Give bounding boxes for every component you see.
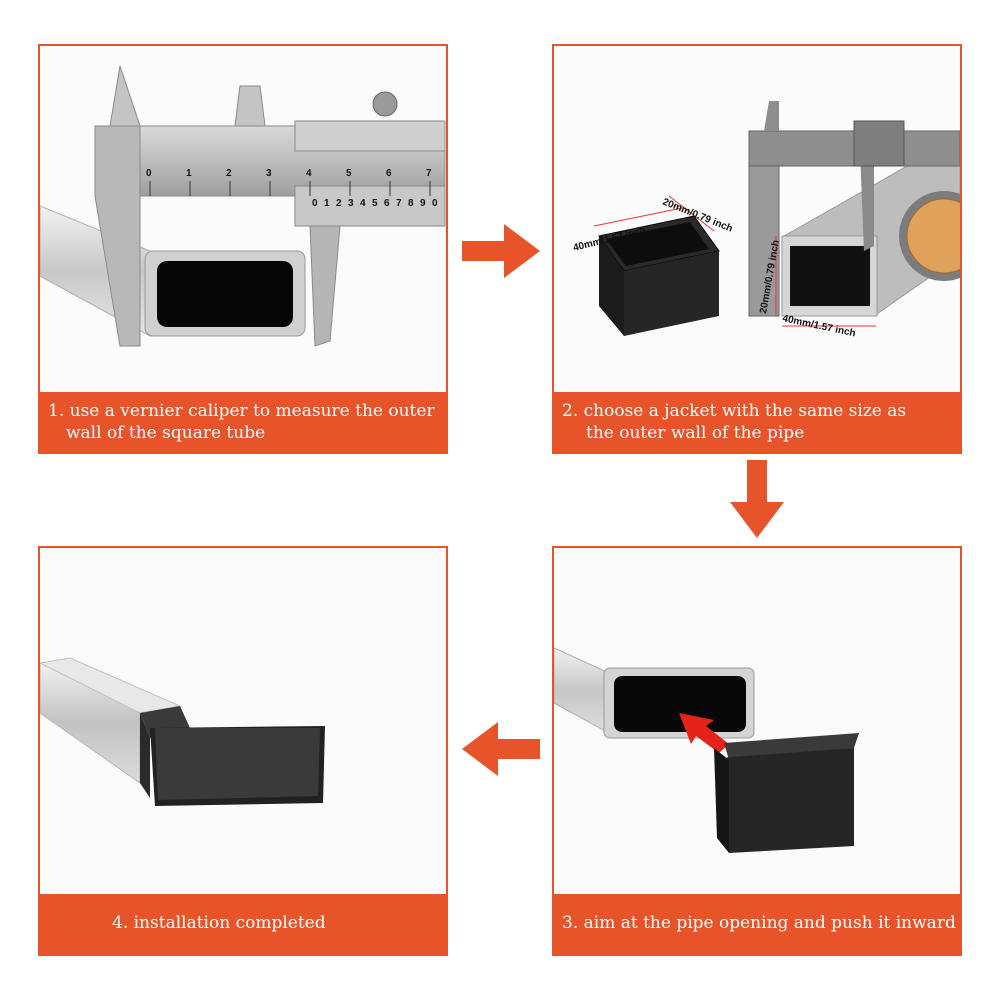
arrow-left-icon	[462, 722, 540, 776]
jacket-and-caliper-image: 40mm/1.57 inch 20mm/0.79 inch 20mm/0.79 …	[572, 101, 960, 339]
step-4-caption: 4. installation completed	[40, 894, 446, 954]
caption-line: 4. installation completed	[112, 913, 326, 933]
vernier-label: 8	[408, 198, 414, 209]
caption-line: wall of the square tube	[66, 423, 266, 443]
scale-label: 5	[346, 168, 352, 179]
caption-line: 1. use a vernier caliper to measure the …	[48, 401, 435, 421]
scale-label: 6	[386, 168, 392, 179]
step-3-caption: 3. aim at the pipe opening and push it i…	[554, 894, 960, 954]
scale-label: 1	[186, 168, 192, 179]
caption-line: 2. choose a jacket with the same size as	[562, 401, 907, 421]
scale-label: 0	[146, 168, 152, 179]
scale-label: 7	[426, 168, 432, 179]
vernier-label: 9	[420, 198, 426, 209]
installed-cap-image	[40, 657, 325, 806]
pushing-cap-into-tube-image	[554, 647, 859, 853]
vernier-label: 3	[348, 198, 354, 209]
vernier-label: 7	[396, 198, 402, 209]
step-1-panel: 0 1 2 3 4 5 6 7 0 1 2 3 4 5 6 7 8 9 0 1.…	[38, 44, 448, 454]
vernier-label: 0	[312, 198, 318, 209]
vernier-label: 4	[360, 198, 366, 209]
step-4-panel: 4. installation completed	[38, 546, 448, 956]
vernier-label: 6	[384, 198, 390, 209]
scale-label: 3	[266, 168, 272, 179]
arrow-down-icon	[730, 460, 784, 538]
step-3-panel: 3. aim at the pipe opening and push it i…	[552, 546, 962, 956]
caption-line: 3. aim at the pipe opening and push it i…	[562, 913, 956, 933]
vernier-label: 5	[372, 198, 378, 209]
scale-label: 2	[226, 168, 232, 179]
tube-width-label: 40mm/1.57 inch	[781, 313, 856, 339]
step-2-panel: 40mm/1.57 inch 20mm/0.79 inch 20mm/0.79 …	[552, 44, 962, 454]
vernier-label: 0	[432, 198, 438, 209]
vernier-label: 2	[336, 198, 342, 209]
caption-line: the outer wall of the pipe	[586, 423, 805, 443]
step-2-caption: 2. choose a jacket with the same size as…	[554, 392, 960, 452]
caliper-measuring-tube-image: 0 1 2 3 4 5 6 7 0 1 2 3 4 5 6 7 8 9 0	[40, 65, 446, 347]
step-1-caption: 1. use a vernier caliper to measure the …	[40, 392, 446, 452]
scale-label: 4	[306, 168, 312, 179]
arrow-right-icon	[462, 224, 540, 278]
vernier-label: 1	[324, 198, 330, 209]
